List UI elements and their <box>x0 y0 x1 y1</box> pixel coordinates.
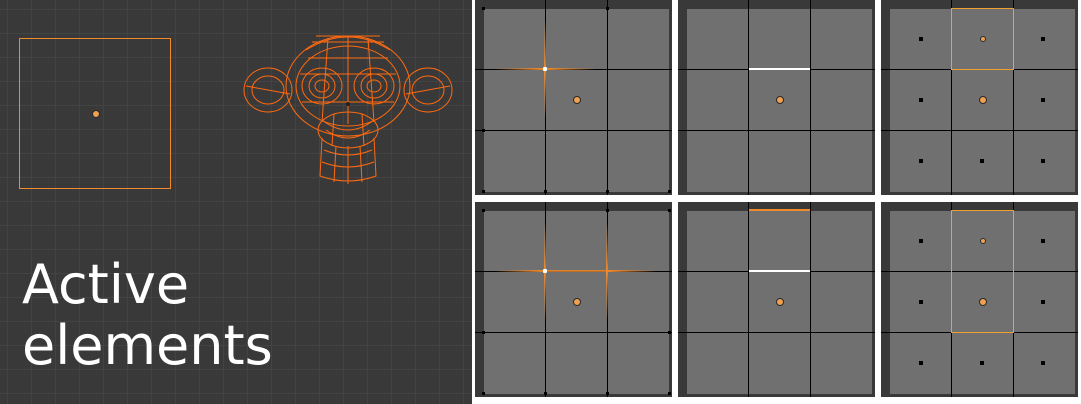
selected-edge[interactable] <box>749 209 810 211</box>
caption-text: Active elements <box>22 254 273 376</box>
selected-plane-object[interactable] <box>19 38 171 189</box>
origin-dot-icon <box>573 96 581 104</box>
panel-vertex-active[interactable] <box>475 0 672 195</box>
origin-dot-icon <box>979 96 987 104</box>
active-edge[interactable] <box>749 68 810 70</box>
panel-edge-multi[interactable] <box>678 202 875 397</box>
origin-dot-icon <box>776 298 784 306</box>
origin-dot-icon <box>979 298 987 306</box>
panel-vertex-multi[interactable] <box>475 202 672 397</box>
active-edge[interactable] <box>749 270 810 272</box>
panel-face-multi[interactable] <box>881 202 1078 397</box>
origin-dot-icon <box>776 96 784 104</box>
panel-edge-active[interactable] <box>678 0 875 195</box>
origin-dot-icon <box>573 298 581 306</box>
origin-dot-icon <box>92 110 100 118</box>
caption-line-1: Active <box>22 253 190 316</box>
suzanne-wireframe-icon[interactable] <box>242 28 458 184</box>
active-vertex[interactable] <box>543 269 547 273</box>
active-vertex[interactable] <box>543 67 547 71</box>
object-mode-viewport[interactable]: Active elements <box>0 0 472 404</box>
panel-face-active[interactable] <box>881 0 1078 195</box>
caption-line-2: elements <box>22 314 273 377</box>
